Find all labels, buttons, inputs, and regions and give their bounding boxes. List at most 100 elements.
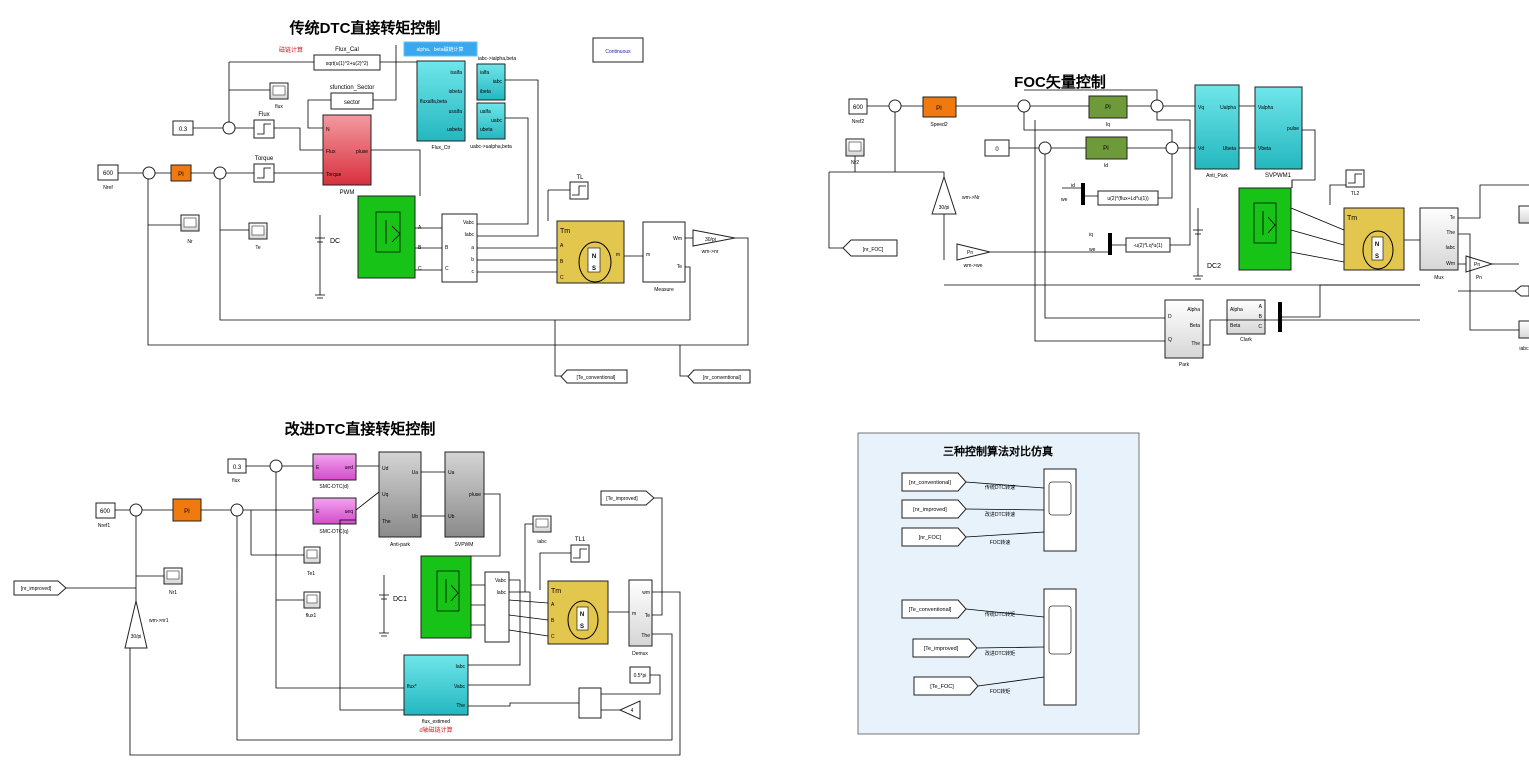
signal-label-4: 改进DTC转矩 <box>985 650 1015 657</box>
goto-nr-conventional[interactable] <box>687 369 751 384</box>
measure-label: Measure <box>654 287 674 293</box>
imp-goto-te[interactable] <box>600 490 655 506</box>
improved-section-title: 改进DTC直接转矩控制 <box>285 420 436 438</box>
foc-pn-gain[interactable] <box>956 243 991 261</box>
flux-relay-label: Flux <box>258 112 269 118</box>
foc-iq-pi[interactable] <box>1088 95 1128 119</box>
imp-nr1-label: Nr1 <box>169 590 177 596</box>
alpha-beta-note: alpha、beta磁链计算 <box>417 46 464 53</box>
imp-inverter[interactable] <box>420 555 472 639</box>
flux-estimator-block[interactable] <box>403 654 469 716</box>
foc-iq-sum[interactable] <box>1017 99 1031 113</box>
foc-dc2-label: DC2 <box>1207 263 1221 270</box>
imp-svpwm-block[interactable] <box>444 451 485 538</box>
foc-pn2-label: Pn <box>1476 275 1482 281</box>
pwm-in-flux: Flux <box>326 149 336 155</box>
foc-nref-constant[interactable] <box>848 98 868 115</box>
inverter-bridge[interactable] <box>357 195 416 279</box>
imp-dc1-label: DC1 <box>393 596 407 603</box>
imp-nref-value: 600 <box>100 509 111 515</box>
goto-te-conventional[interactable] <box>560 369 628 384</box>
foc-clark-b: B <box>1259 314 1263 320</box>
signal-label-5: FOC转矩 <box>990 688 1011 695</box>
imp-vi-measurement[interactable] <box>484 571 510 643</box>
nref-constant[interactable] <box>97 164 119 181</box>
sector-block[interactable] <box>330 92 374 110</box>
foc-right-goto[interactable] <box>1514 285 1529 297</box>
foc-mux-the: The <box>1446 230 1455 236</box>
from-tag-label-3: [Te_conventional] <box>909 607 952 613</box>
flux-cal-block[interactable] <box>313 54 381 71</box>
foc-park-label: Park <box>1179 362 1190 368</box>
foc-mux-measure[interactable] <box>1419 207 1459 271</box>
imp-torque-sum[interactable] <box>230 503 244 517</box>
foc-speed-sum[interactable] <box>888 99 902 113</box>
foc-goto-nr[interactable] <box>842 239 898 257</box>
from-tag-2[interactable] <box>901 527 967 547</box>
foc-park-block[interactable] <box>1164 299 1204 359</box>
foc-vq-sum[interactable] <box>1150 99 1164 113</box>
imp-vi-vabc: Vabc <box>495 578 507 584</box>
foc-fcn1-expr: u(2)*(flux+Ld*u(1)) <box>1107 196 1149 202</box>
signal-label-2: FOC转速 <box>990 539 1011 546</box>
flux-ctr-block[interactable] <box>416 60 466 142</box>
foc-svpwm-block[interactable] <box>1254 86 1303 170</box>
svg-text:S: S <box>1375 254 1379 260</box>
foc-we-lbl: we <box>1061 197 1068 203</box>
flux-est-vabc: Vabc <box>454 684 466 690</box>
from-tag-0[interactable] <box>901 472 967 492</box>
from-tag-label-5: [Te_FOC] <box>930 684 954 690</box>
vi-vabc: Vabc <box>463 220 475 226</box>
imp-vi-iabc: Iabc <box>497 590 507 596</box>
from-tag-3[interactable] <box>901 599 967 619</box>
measure-block[interactable] <box>642 221 686 283</box>
imp-nref-constant[interactable] <box>95 502 116 519</box>
foc-inverter[interactable] <box>1238 187 1292 271</box>
foc-vd-sum[interactable] <box>1165 141 1179 155</box>
flux-cal-expr: sqrt(u(1)^2+u(2)^2) <box>326 61 369 67</box>
smc-dtc-d-block[interactable] <box>312 453 357 481</box>
imp-anti-park-block[interactable] <box>378 451 422 538</box>
foc-diagram: 600 Nref2 PI Speed2 Nr2 0 PI Iq PI Id Vq… <box>828 84 1529 368</box>
iabc-to-alpha-beta-block[interactable] <box>476 63 506 101</box>
tl-label: TL <box>576 175 584 181</box>
torque-sum[interactable] <box>213 166 227 180</box>
from-tag-label-2: [nr_FOC] <box>919 535 942 541</box>
p-iabc: iabc <box>493 79 503 85</box>
imp-flux1-label: flux1 <box>306 613 317 619</box>
speed-sum[interactable] <box>142 166 156 180</box>
imp-speed-sum[interactable] <box>129 503 143 517</box>
imp-demux-label: Demux <box>632 651 648 657</box>
imp-flux-sum[interactable] <box>269 459 283 473</box>
motor-b: B <box>560 259 564 265</box>
imp-demux[interactable] <box>628 579 653 647</box>
foc-clark-block[interactable] <box>1226 299 1266 335</box>
foc-id-sum[interactable] <box>1038 141 1052 155</box>
foc-speed-pi[interactable] <box>922 96 957 118</box>
imp-te1-label: Te1 <box>307 571 315 577</box>
foc-anti-park-block[interactable] <box>1194 84 1240 170</box>
foc-mux-wm: Wm <box>1446 261 1455 267</box>
foc-iabc-scope[interactable] <box>1518 320 1529 339</box>
continuous-powergui-block[interactable] <box>592 37 644 63</box>
imp-gain-4[interactable] <box>618 700 641 720</box>
imp-goto-nr[interactable] <box>13 580 67 596</box>
vi-c-in: C <box>445 266 449 272</box>
flux-sum[interactable] <box>222 121 236 135</box>
foc-section-title: FOC矢量控制 <box>1014 73 1106 91</box>
imp-ap-ud: Ud <box>382 466 389 472</box>
flux-calc-note: 磁链计算 <box>279 46 303 54</box>
alpha-beta-note-highlight[interactable] <box>403 41 478 57</box>
imp-gain-30-pi[interactable] <box>124 600 148 649</box>
imp-angle-sum[interactable] <box>578 687 602 719</box>
te-conv-tag: [Te_conventional] <box>577 375 617 381</box>
uabc-to-alpha-beta-block[interactable] <box>476 102 506 140</box>
foc-clark-alpha: Alpha <box>1230 307 1243 313</box>
foc-right-scope-1[interactable] <box>1518 205 1529 224</box>
from-tag-4[interactable] <box>912 638 978 658</box>
foc-valpha: Valpha <box>1258 105 1273 111</box>
from-tag-5[interactable] <box>913 676 979 696</box>
from-tag-1[interactable] <box>901 499 967 519</box>
measure-wm: Wm <box>673 236 682 242</box>
foc-vbeta: Vbeta <box>1258 146 1271 152</box>
